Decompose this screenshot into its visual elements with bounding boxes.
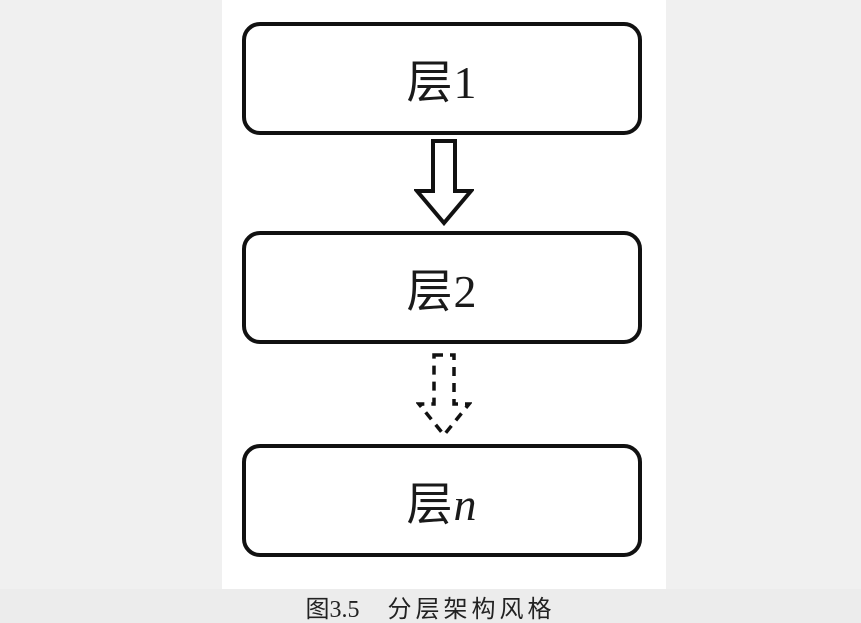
layer-1-label: 层1 — [406, 56, 478, 108]
down-arrow-dashed-icon — [416, 353, 472, 438]
layer-box-3: 层n — [242, 444, 642, 557]
layer-2-label: 层2 — [406, 265, 478, 317]
figure-caption-title: 分层架构风格 — [387, 596, 556, 623]
figure-panel: 层1 层2 层n — [222, 0, 666, 590]
down-arrow-solid-icon — [414, 139, 474, 226]
layer-n-label: 层n — [406, 478, 478, 530]
figure-caption-number: 图3.5 — [305, 596, 360, 623]
layer-box-1: 层1 — [242, 22, 642, 135]
figure-caption: 图3.5 分层架构风格 — [0, 589, 861, 623]
layer-box-2: 层2 — [242, 231, 642, 344]
